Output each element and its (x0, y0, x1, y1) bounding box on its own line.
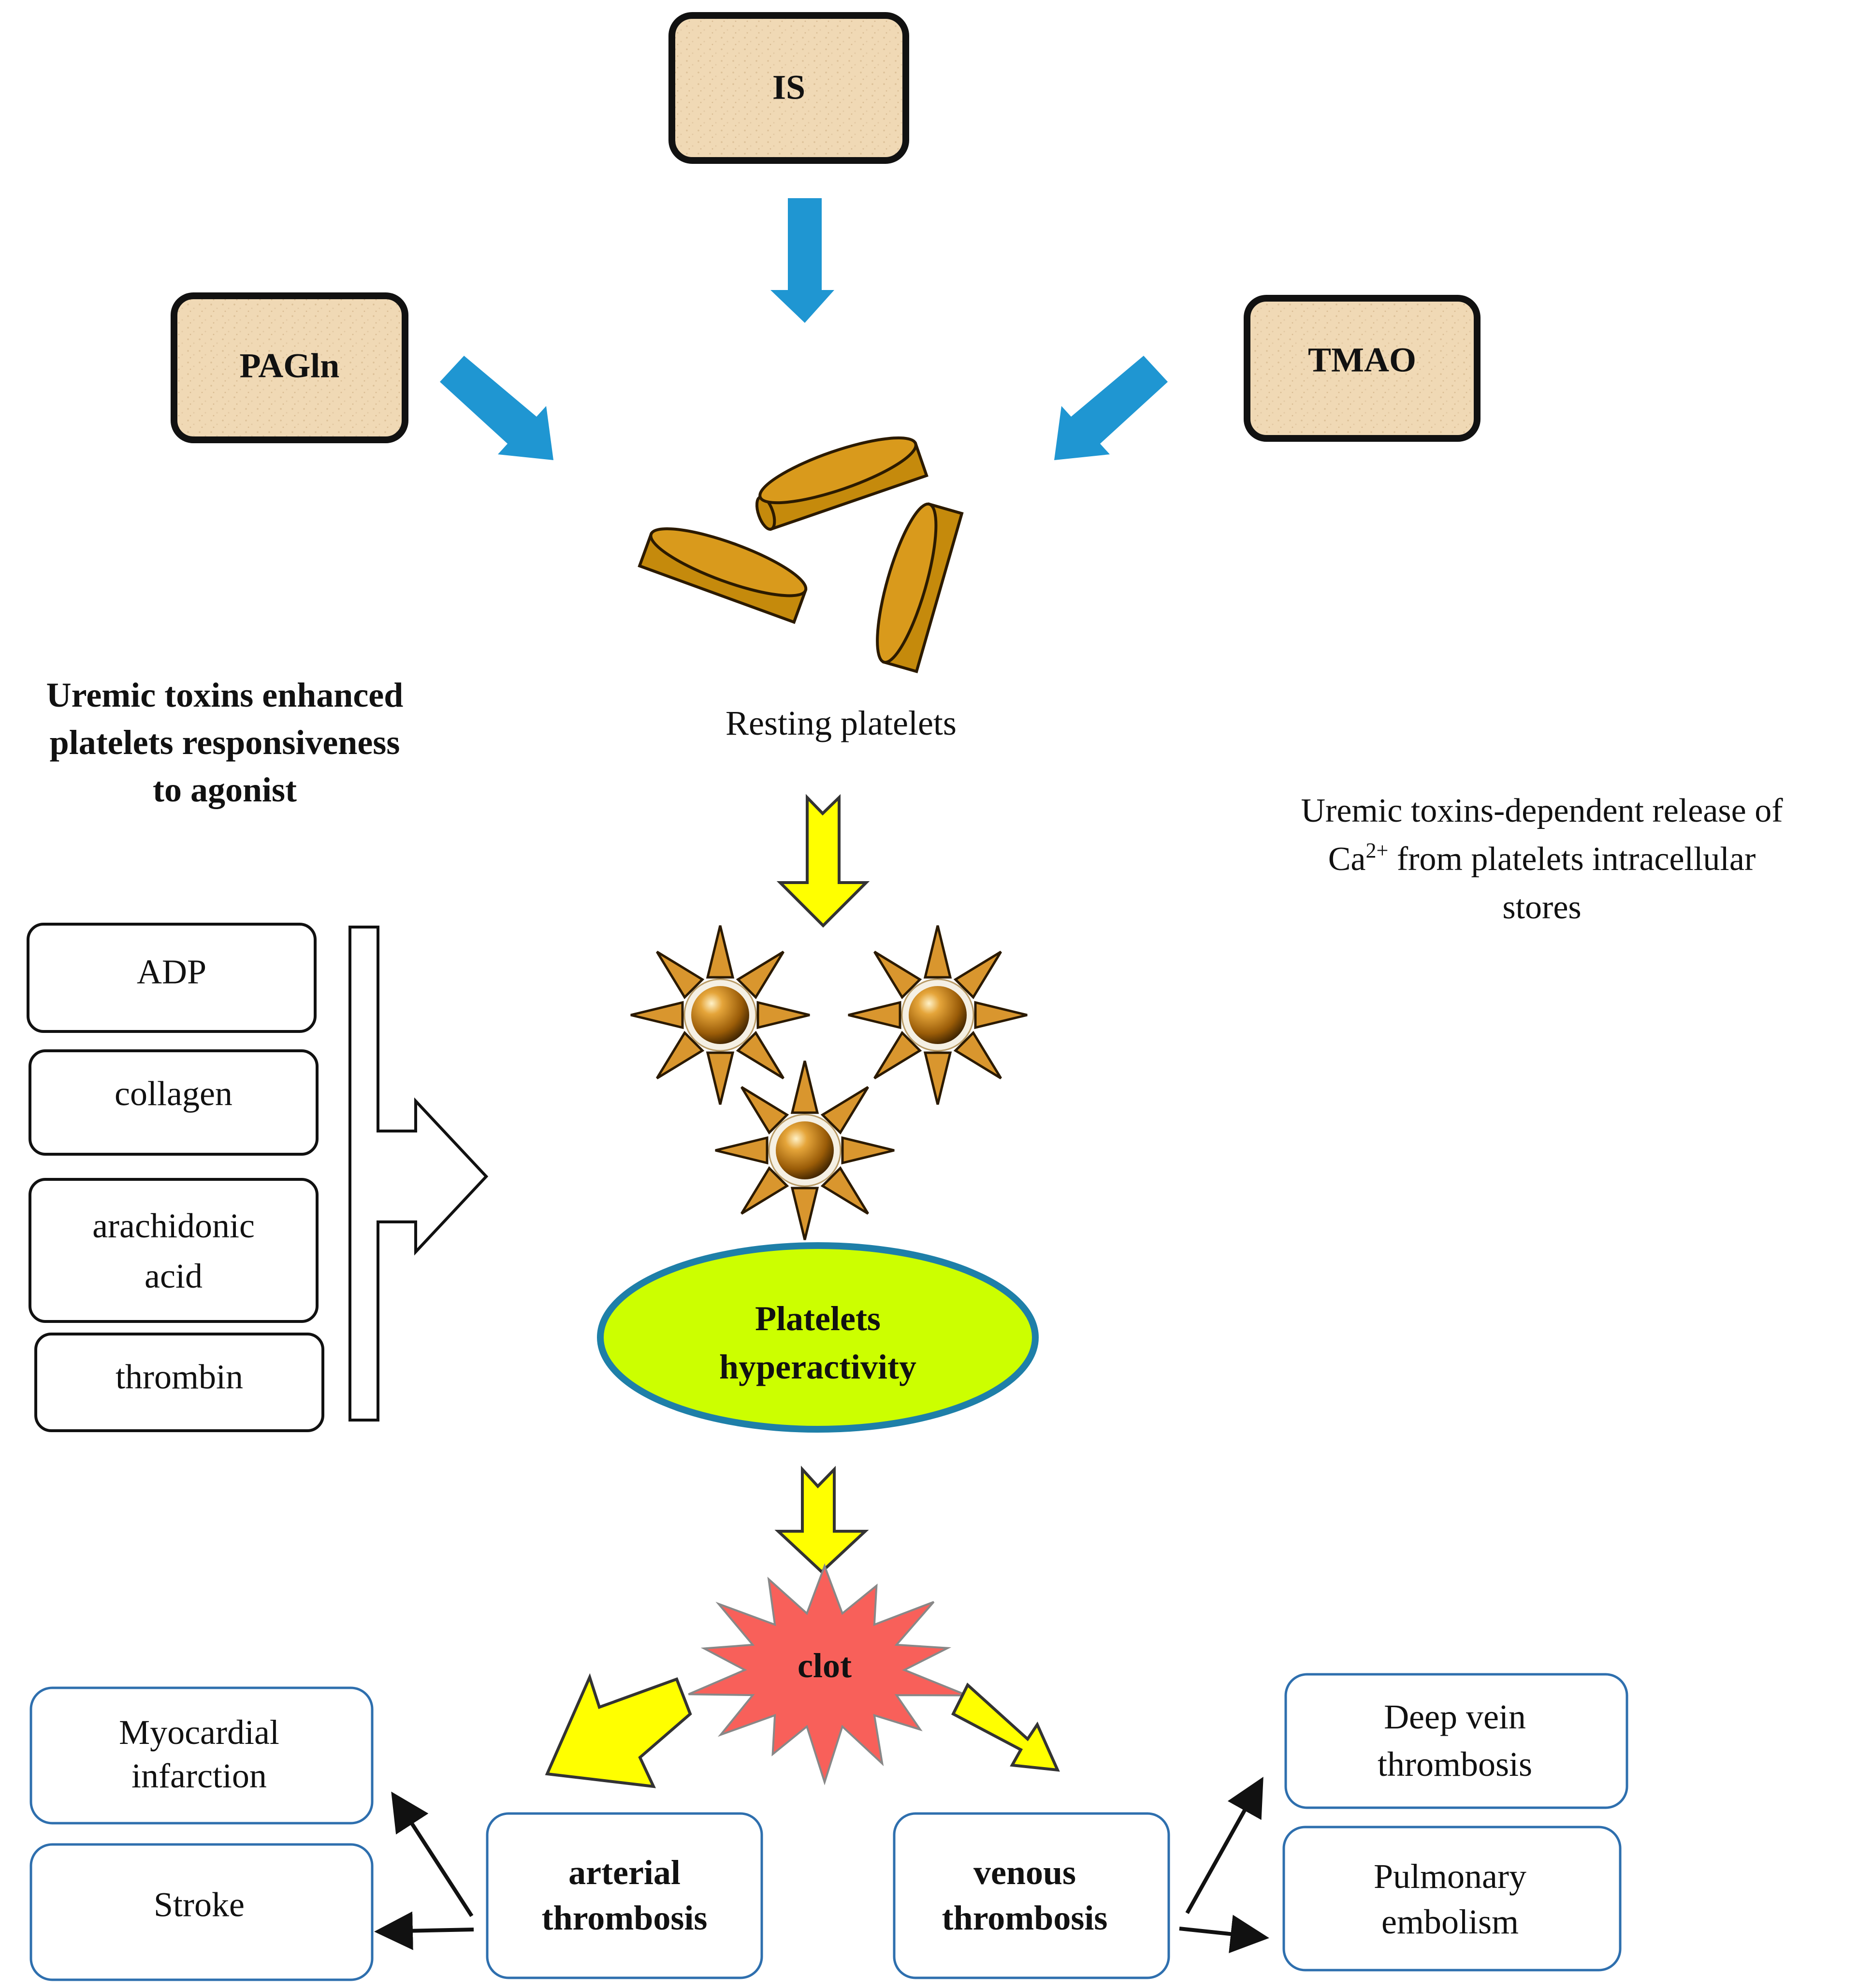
platelet-spike (656, 951, 705, 1000)
platelet-core (691, 986, 749, 1044)
agonist-thrombin-box: thrombin (34, 1333, 324, 1432)
platelet-spike (740, 1086, 789, 1135)
platelet-core (776, 1121, 834, 1179)
agonist-arachidonic-acid-line-2: acid (145, 1257, 203, 1295)
venous-thrombosis-line-1: venous (973, 1853, 1076, 1892)
resting-platelet-3 (876, 502, 964, 673)
agonist-adp-box: ADP (27, 923, 317, 1033)
myocardial-infarction-line-1: Myocardial (119, 1713, 279, 1752)
clot-label: clot (798, 1646, 852, 1685)
left-note-line-3: to agonist (153, 770, 297, 809)
platelet-spike (790, 1187, 819, 1240)
myocardial-infarction-box: Myocardial infarction (29, 1686, 374, 1825)
right-note-line-2: Ca2+ from platelets intracellular (1328, 839, 1756, 878)
clot-to-venous-arrow (951, 1683, 1060, 1772)
right-note-line-3: stores (1502, 889, 1581, 926)
clot-node: clot (688, 1563, 968, 1785)
resting-to-activated-arrow (776, 794, 870, 928)
tmao-to-platelets-arrow (1054, 356, 1168, 460)
venous-to-pe-arrow (1179, 1915, 1269, 1954)
platelet-spike (740, 1166, 789, 1215)
agonist-thrombin-label: thrombin (116, 1358, 243, 1396)
toxin-pagln-label: PAGln (240, 347, 340, 385)
platelets-hyperactivity-line-1: Platelets (755, 1299, 881, 1338)
platelet-spike (923, 1051, 952, 1105)
activated-platelet-1 (630, 925, 810, 1105)
agonist-collagen-box: collagen (29, 1049, 319, 1156)
right-note-line-1: Uremic toxins-dependent release of (1301, 792, 1783, 829)
pagln-to-platelets-arrow (440, 356, 553, 460)
platelet-spike (790, 1060, 819, 1114)
arterial-thrombosis-line-1: arterial (568, 1853, 681, 1892)
clot-burst-shape (688, 1563, 968, 1785)
stroke-box: Stroke (29, 1843, 374, 1981)
activated-platelets (630, 925, 1028, 1240)
venous-to-dvt-arrow (1185, 1777, 1263, 1914)
platelet-spike (873, 1030, 922, 1079)
agonist-arachidonic-acid-line-1: arachidonic (92, 1206, 255, 1245)
platelet-spike (736, 951, 784, 1000)
left-note-line-2: platelets responsiveness (50, 723, 400, 762)
platelet-spike (630, 1001, 684, 1030)
toxin-pagln-box: PAGln (171, 292, 408, 443)
stroke-label: Stroke (154, 1886, 245, 1924)
deep-vein-thrombosis-line-2: thrombosis (1378, 1745, 1532, 1784)
platelet-spike (953, 951, 1002, 1000)
toxin-is-box: IS (668, 12, 909, 164)
resting-platelet-2 (638, 527, 808, 624)
platelets-hyperactivity-node: Platelets hyperactivity (597, 1242, 1039, 1433)
agonist-arachidonic-acid-box: arachidonic acid (29, 1178, 319, 1323)
is-to-platelets-arrow (770, 198, 834, 323)
deep-vein-thrombosis-line-1: Deep vein (1384, 1698, 1526, 1736)
arterial-to-mi-arrow (391, 1791, 474, 1917)
platelet-spike (820, 1086, 869, 1135)
activated-platelet-3 (715, 1060, 895, 1240)
agonist-adp-label: ADP (137, 953, 206, 991)
platelet-spike (736, 1030, 784, 1079)
agonist-bracket-arrow (348, 926, 489, 1422)
platelet-spike (848, 1001, 901, 1030)
platelet-core (909, 986, 967, 1044)
myocardial-infarction-line-2: infarction (131, 1756, 267, 1795)
toxin-tmao-label: TMAO (1308, 341, 1416, 379)
platelet-spike (715, 1136, 769, 1165)
platelet-spike (820, 1166, 869, 1215)
toxin-tmao-box: TMAO (1244, 295, 1481, 442)
platelet-spike (873, 951, 922, 1000)
platelet-spike (706, 925, 735, 979)
left-note: Uremic toxins enhanced platelets respons… (46, 676, 404, 809)
resting-platelets-label: Resting platelets (726, 704, 957, 742)
platelet-spike (974, 1001, 1028, 1030)
platelet-spike (706, 1051, 735, 1105)
toxin-is-label: IS (772, 68, 805, 107)
activated-platelet-2 (848, 925, 1028, 1105)
platelets-hyperactivity-line-2: hyperactivity (719, 1348, 916, 1386)
venous-thrombosis-line-2: thrombosis (942, 1899, 1108, 1937)
platelet-spike (756, 1001, 810, 1030)
hyperactivity-to-clot-arrow (774, 1466, 869, 1574)
platelet-spike (841, 1136, 895, 1165)
platelet-spike (656, 1030, 705, 1079)
arterial-thrombosis-box: arterial thrombosis (486, 1812, 763, 1979)
left-note-line-1: Uremic toxins enhanced (46, 676, 404, 714)
platelet-spike (953, 1030, 1002, 1079)
pulmonary-embolism-box: Pulmonary embolism (1282, 1826, 1622, 1972)
arterial-thrombosis-line-2: thrombosis (542, 1899, 708, 1937)
pulmonary-embolism-line-2: embolism (1381, 1902, 1519, 1941)
resting-platelet-1 (755, 436, 929, 531)
deep-vein-thrombosis-box: Deep vein thrombosis (1284, 1673, 1628, 1809)
platelet-spike (923, 925, 952, 979)
venous-thrombosis-box: venous thrombosis (893, 1812, 1170, 1979)
right-note: Uremic toxins-dependent release of Ca2+ … (1301, 792, 1783, 926)
pulmonary-embolism-line-1: Pulmonary (1374, 1857, 1526, 1896)
clot-to-arterial-arrow (545, 1673, 692, 1788)
agonist-collagen-label: collagen (115, 1074, 232, 1113)
arterial-to-stroke-arrow (374, 1911, 474, 1950)
